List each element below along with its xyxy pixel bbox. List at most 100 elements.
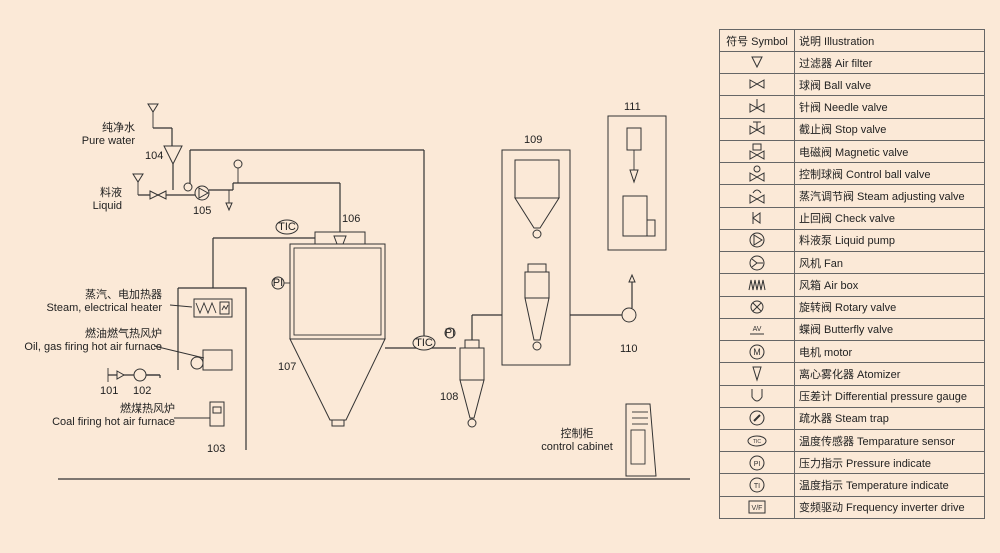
legend-row: TIC 温度传感器 Temparature sensor (719, 428, 985, 453)
num-107: 107 (278, 361, 296, 373)
legend-row: 料液泵 Liquid pump (719, 228, 985, 253)
legend-row: 疏水器 Steam trap (719, 406, 985, 430)
drying-chamber-107: PI (271, 231, 386, 427)
frequency-inverter-icon: V/F (748, 500, 766, 514)
fuel-line (107, 368, 161, 382)
check-valve-icon (752, 212, 761, 225)
pure-water-feed (147, 103, 183, 190)
legend-illustration-cell: 温度传感器 Temparature sensor (794, 428, 985, 453)
legend-illustration-cell: 离心雾化器 Atomizer (794, 362, 985, 386)
steam-trap-icon (749, 410, 765, 426)
legend-illustration-cell: 风机 Fan (794, 251, 985, 275)
legend-row: 旋转阀 Rotary valve (719, 295, 985, 319)
rotary-valve-icon (750, 300, 764, 314)
legend-symbol-cell (719, 362, 795, 386)
top-return-pipe (189, 149, 425, 338)
legend-symbol-cell (719, 95, 795, 119)
num-105: 105 (193, 205, 211, 217)
num-102: 102 (133, 385, 151, 397)
legend-illustration-cell: 蝶阀 Butterfly valve (794, 317, 985, 342)
legend-illustration-cell: 电机 motor (794, 340, 985, 364)
svg-text:TIC: TIC (753, 439, 761, 445)
feed-motor-icon (183, 182, 193, 192)
legend-illustration-cell: 过滤器 Air filter (794, 50, 985, 75)
legend-illustration-cell: 温度指示 Temperature indicate (794, 473, 985, 497)
legend-row: 球阀 Ball valve (719, 73, 985, 97)
legend-illustration-cell: 针阀 Needle valve (794, 95, 985, 119)
ball-valve-icon (749, 78, 765, 89)
chamber-to-cyclone-pipe: TIC PI (385, 327, 456, 351)
legend-illustration-cell: 压差计 Differential pressure gauge (794, 384, 985, 408)
air-filter-icon (751, 56, 763, 68)
legend-illustration-cell: 截止阀 Stop valve (794, 117, 985, 141)
legend-illustration-cell: 蒸汽调节阀 Steam adjusting valve (794, 184, 985, 208)
legend-symbol-cell (719, 295, 795, 319)
svg-text:V/F: V/F (752, 505, 763, 512)
legend-illustration-cell: 料液泵 Liquid pump (794, 228, 985, 253)
temperature-sensor-tic-icon (275, 219, 299, 235)
legend-symbol-cell (719, 251, 795, 275)
legend-symbol-cell (719, 162, 795, 186)
legend-symbol-cell: TI (719, 473, 795, 497)
legend-symbol-cell: M (719, 340, 795, 364)
legend-symbol-cell (719, 273, 795, 297)
differential-pressure-gauge-icon (751, 389, 763, 402)
temperature-sensor-icon: TIC (747, 435, 767, 447)
legend-illustration-cell: 控制球阀 Control ball valve (794, 162, 985, 186)
control-cabinet-icon (625, 403, 657, 477)
legend-row: M 电机 motor (719, 340, 985, 364)
num-109: 109 (524, 134, 542, 146)
equipment-box-111 (607, 115, 667, 251)
pure-water-filter-icon (147, 103, 159, 113)
fuel-pump-icon (133, 368, 147, 382)
legend-symbol-cell: PI (719, 451, 795, 475)
fan-icon (749, 255, 765, 271)
tic-label: TIC (278, 221, 296, 233)
feed-funnel-104 (163, 145, 183, 166)
legend-symbol-cell (719, 206, 795, 230)
filter-box-109 (501, 149, 622, 366)
liquid-pump-icon (749, 232, 765, 248)
legend-row: 风机 Fan (719, 251, 985, 275)
control-ball-valve-icon (749, 165, 765, 182)
legend-row: 过滤器 Air filter (719, 50, 985, 75)
legend-row: 离心雾化器 Atomizer (719, 362, 985, 386)
legend-header-row: 符号 Symbol 说明 Illustration (719, 29, 985, 52)
cyclone-pi-label: PI (445, 327, 455, 339)
fan-110 (621, 273, 637, 323)
svg-text:PI: PI (754, 461, 761, 468)
svg-text:M: M (753, 347, 761, 357)
steam-adjusting-valve-icon (749, 189, 765, 204)
num-101: 101 (100, 385, 118, 397)
num-111: 111 (624, 101, 641, 113)
atomizer-icon (752, 366, 762, 382)
cyclone-rotary-valve-icon (467, 418, 477, 428)
cyclone-pressure-gauge-icon (444, 327, 456, 339)
legend-symbol-cell: V/F (719, 495, 795, 520)
legend-row: 蒸汽调节阀 Steam adjusting valve (719, 184, 985, 208)
fuel-check-valve-icon (116, 370, 126, 380)
legend-row: 电磁阀 Magnetic valve (719, 139, 985, 164)
stop-valve-icon (749, 121, 765, 136)
legend-row: 风箱 Air box (719, 273, 985, 297)
num-104: 104 (145, 150, 163, 162)
legend-symbol-cell (719, 50, 795, 75)
legend-illustration-cell: 球阀 Ball valve (794, 73, 985, 97)
legend-illustration-cell: 疏水器 Steam trap (794, 406, 985, 430)
cyclone-108 (459, 314, 502, 428)
legend-row: 针阀 Needle valve (719, 95, 985, 119)
needle-valve-icon (749, 99, 765, 113)
legend-row: 止回阀 Check valve (719, 206, 985, 230)
legend-symbol-cell (719, 228, 795, 253)
legend-header-illustration: 说明 Illustration (794, 29, 985, 52)
legend-symbol-cell (719, 73, 795, 97)
magnetic-valve-icon (749, 143, 765, 160)
oil-gas-furnace-icon (202, 349, 233, 371)
